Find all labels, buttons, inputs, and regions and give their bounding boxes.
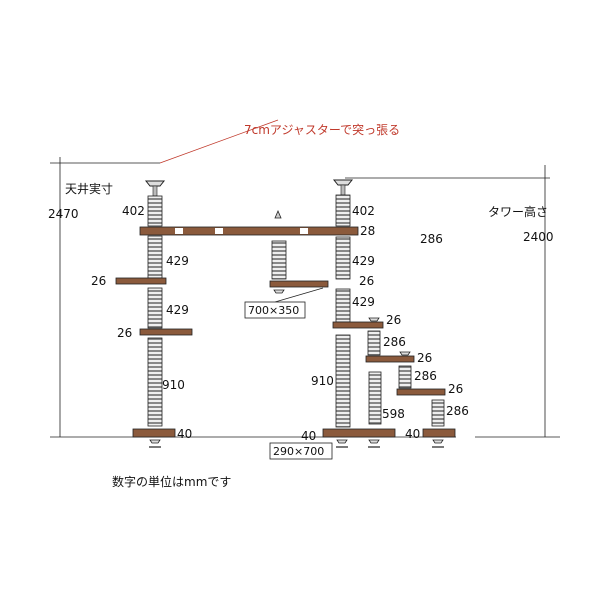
step2-pole (398, 365, 412, 389)
dim-step-tall-pole: 598 (382, 407, 405, 421)
note-leader-line (159, 119, 279, 164)
step1-pole (367, 330, 381, 356)
dim-low-shelf-left: 26 (117, 326, 132, 340)
dim-right-shelf-1: 26 (359, 274, 374, 288)
right-pole-2 (335, 236, 351, 280)
dim-right-base-2: 40 (405, 427, 420, 441)
dim-step1-shelf: 26 (417, 351, 432, 365)
right-top-adjuster (332, 179, 354, 186)
step3-pole (431, 399, 445, 427)
right-adjuster-bolt (340, 184, 346, 196)
dim-left-top-pole: 402 (122, 204, 145, 218)
left-shelf-mid (115, 277, 167, 285)
right-pole-4 (335, 334, 351, 428)
left-top-adjuster (144, 180, 166, 187)
right-foot-1 (336, 439, 348, 444)
center-shelf-size-box (244, 301, 306, 319)
dim-left-pole-3: 429 (166, 303, 189, 317)
right-pole-1 (335, 194, 351, 227)
left-base (132, 428, 176, 438)
dim-step3-pole: 286 (446, 404, 469, 418)
dim-right-top-pole: 402 (352, 204, 375, 218)
beam-slot-2 (215, 228, 223, 234)
left-pole-1 (147, 195, 163, 227)
right-shelf-1 (332, 321, 384, 329)
left-pole-4 (147, 337, 163, 427)
center-shelf-size: 700×350 (248, 304, 299, 317)
dim-step2-shelf: 26 (448, 382, 463, 396)
left-column (115, 180, 193, 448)
ceiling-label: 天井実寸 (65, 181, 113, 196)
dim-center-gap: 286 (420, 232, 443, 246)
dim-right-pole-3: 429 (352, 295, 375, 309)
base-board-size-box (269, 442, 333, 460)
step1-top-knob (368, 317, 380, 322)
dim-left-pole-2: 429 (166, 254, 189, 268)
beam-slot-3 (300, 228, 308, 234)
beam-slot-1 (175, 228, 183, 234)
tower-value: 2400 (523, 230, 554, 244)
tower-label: タワー高さ (488, 204, 548, 219)
dim-mid-shelf-left: 26 (91, 274, 106, 288)
step3-base (422, 428, 456, 438)
units-note: 数字の単位はmmです (112, 474, 231, 489)
left-pole-3 (147, 287, 163, 329)
top-shelf-beam (139, 226, 359, 236)
dim-right-pole-2: 429 (352, 254, 375, 268)
center-foot (273, 289, 285, 294)
dim-left-base: 40 (177, 427, 192, 441)
right-foot-3 (432, 439, 444, 444)
right-foot-2 (368, 439, 380, 444)
dim-top-shelf: 28 (360, 224, 375, 238)
right-column (322, 179, 456, 448)
step2-shelf (396, 388, 446, 396)
left-adjuster-bolt (152, 185, 158, 197)
step2-top-knob (399, 351, 411, 356)
step-tall-pole (368, 371, 382, 425)
left-foot (149, 439, 161, 444)
center-top-knob (274, 209, 282, 219)
dim-right-pole-4: 910 (311, 374, 334, 388)
adjuster-note: 7cmアジャスターで突っ張る (244, 122, 400, 137)
center-box-leader (274, 287, 324, 303)
step1-shelf (365, 355, 415, 363)
base-board-size: 290×700 (273, 445, 324, 458)
left-shelf-low (139, 328, 193, 336)
dim-step1-pole: 286 (383, 335, 406, 349)
dim-right-shelf-2: 26 (386, 313, 401, 327)
ceiling-value: 2470 (48, 207, 79, 221)
right-pole-3 (335, 288, 351, 323)
center-shelf (269, 280, 329, 288)
center-pole (271, 240, 287, 280)
dim-right-base: 40 (301, 429, 316, 443)
dim-step2-pole: 286 (414, 369, 437, 383)
right-base-board (322, 428, 396, 438)
dim-left-pole-4: 910 (162, 378, 185, 392)
left-pole-2 (147, 235, 163, 279)
